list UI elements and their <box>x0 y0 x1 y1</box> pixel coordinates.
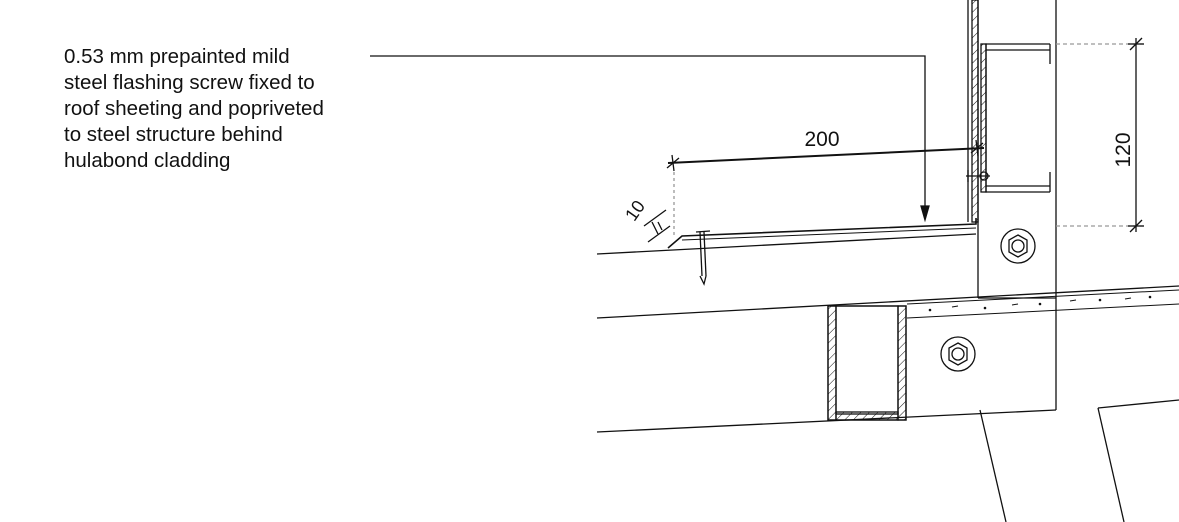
screw-icon <box>695 230 711 286</box>
annotation-line-5: hulabond cladding <box>64 149 231 172</box>
box-section <box>827 305 907 421</box>
dimension-200-label: 200 <box>804 128 839 151</box>
annotation-line-2: steel flashing screw fixed to <box>64 71 315 94</box>
annotation-line-1: 0.53 mm prepainted mild <box>64 45 290 68</box>
steel-c-section <box>980 43 1051 193</box>
rafter-beam <box>596 285 1179 433</box>
dimension-10: 10 <box>621 197 671 243</box>
dimension-120-label: 120 <box>1112 132 1135 167</box>
bolt-upper-icon <box>1000 228 1036 264</box>
bolt-lower-icon <box>940 336 976 372</box>
column-legs <box>979 399 1179 522</box>
dimension-10-label: 10 <box>621 197 649 225</box>
leader-line <box>370 55 930 223</box>
annotation-line-4: to steel structure behind <box>64 123 283 146</box>
flashing <box>667 218 977 249</box>
dimension-200: 200 <box>666 128 985 238</box>
rivet-icon <box>966 170 990 182</box>
dimension-120: 120 <box>1112 37 1144 233</box>
roof-sheeting <box>596 233 977 255</box>
screed-layer <box>906 289 1179 319</box>
annotation-line-3: roof sheeting and popriveted <box>64 97 324 120</box>
